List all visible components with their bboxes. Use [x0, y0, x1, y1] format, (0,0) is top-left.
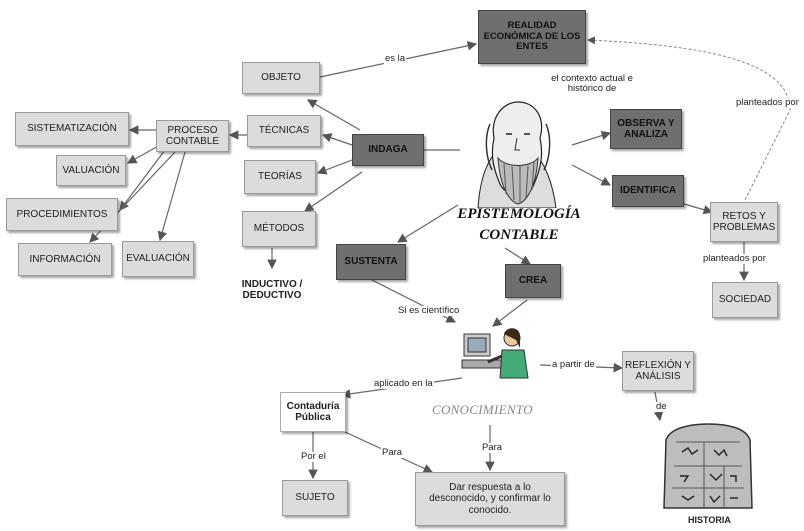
reflexion-node: REFLEXIÓN Y ANÁLISIS — [622, 351, 694, 391]
metodos-node: MÉTODOS — [242, 211, 316, 247]
person-computer-icon — [461, 328, 529, 379]
valuacion-node: VALUACIÓN — [56, 155, 126, 186]
informacion-node: INFORMACIÓN — [18, 243, 112, 276]
teorias-node: TEORÍAS — [244, 160, 316, 194]
sociedad-node: SOCIEDAD — [712, 282, 778, 318]
indaga-node: INDAGA — [352, 134, 424, 166]
dar-respuesta-node: Dar respuesta a lo desconocido, y confir… — [415, 472, 565, 526]
observa-node: OBSERVA Y ANALIZA — [610, 109, 682, 149]
historia-label: HISTORIA — [687, 515, 732, 526]
procedimientos-node: PROCEDIMIENTOS — [6, 198, 118, 231]
leonardo-portrait-icon — [477, 101, 557, 208]
label-por-el: Por el — [300, 451, 327, 463]
inductivo-node: INDUCTIVO / DEDUCTIVO — [234, 272, 310, 308]
conocimiento-title: CONOCIMIENTO — [432, 402, 533, 417]
label-a-partir-de: a partir de — [551, 359, 596, 371]
label-contexto: el contexto actual e histórico de — [543, 73, 641, 95]
label-es-la: es la — [384, 53, 407, 65]
retos-node: RETOS Y PROBLEMAS — [710, 202, 778, 242]
label-para-1: Para — [381, 447, 404, 459]
label-si-es-cientifico: Si es científico — [397, 305, 461, 317]
identifica-node: IDENTIFICA — [612, 175, 684, 207]
crea-node: CREA — [505, 264, 561, 298]
label-aplicado-en-la: aplicado en la — [373, 378, 434, 390]
center-title-line2: CONTABLE — [479, 227, 559, 243]
label-planteados-por-top: planteados por — [735, 97, 800, 109]
center-title-line1: EPISTEMOLOGÍA — [457, 206, 581, 222]
contaduria-node: Contaduría Pública — [280, 392, 346, 432]
stone-tablet-icon — [663, 423, 753, 509]
label-de: de — [655, 401, 668, 413]
evaluacion-node: EVALUACIÓN — [122, 241, 194, 277]
sustenta-node: SUSTENTA — [336, 244, 406, 280]
sujeto-node: SUJETO — [282, 480, 348, 516]
tecnicas-node: TÉCNICAS — [247, 115, 321, 147]
label-planteados-por: planteados por — [702, 253, 767, 265]
objeto-node: OBJETO — [242, 62, 320, 94]
sistematizacion-node: SISTEMATIZACIÓN — [15, 112, 129, 146]
label-para-2: Para — [481, 442, 504, 454]
realidad-node: REALIDAD ECONÓMICA DE LOS ENTES — [478, 10, 586, 64]
proceso-node: PROCESO CONTABLE — [156, 120, 229, 152]
